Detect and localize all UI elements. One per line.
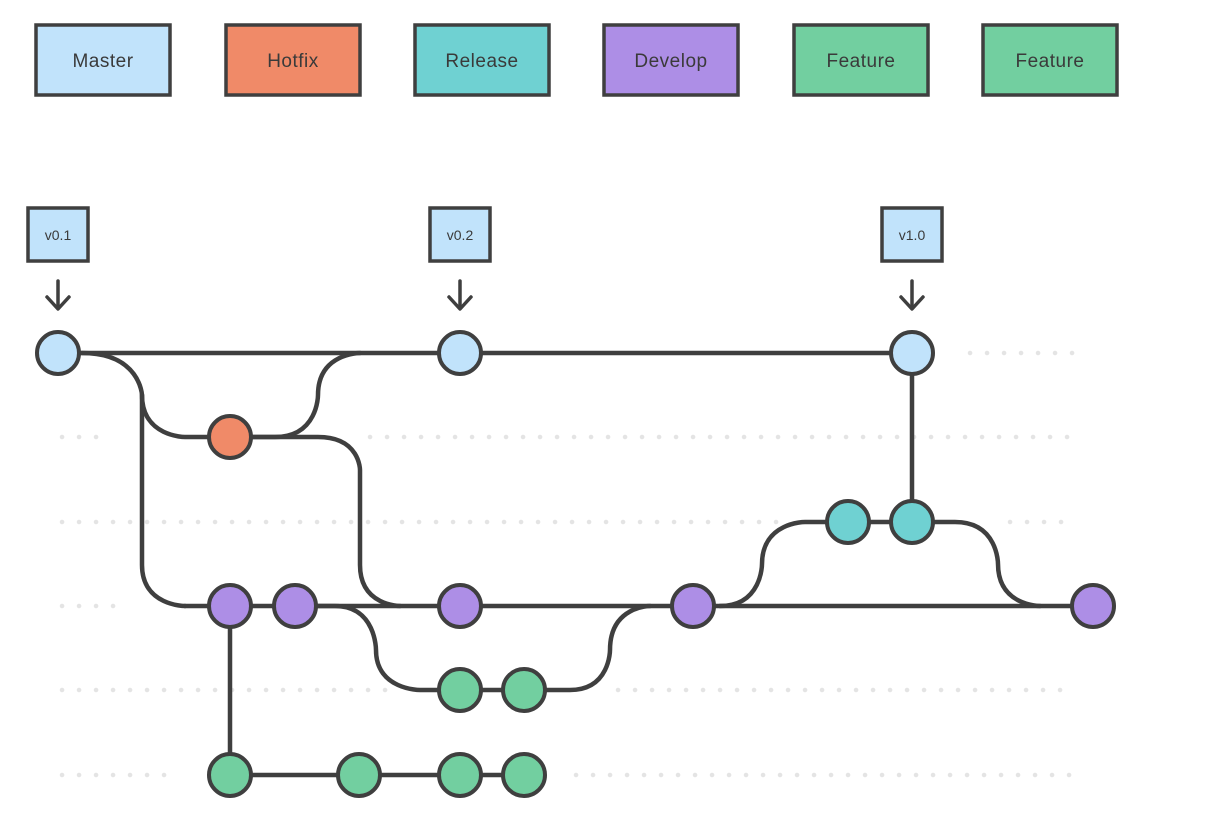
commit-node-develop [1070, 583, 1116, 629]
legend-swatch [34, 23, 172, 97]
legend-item-master: Master [34, 23, 172, 97]
commit-node-develop [272, 583, 318, 629]
commit-node-feature [501, 752, 547, 798]
commit-node-hotfix [207, 414, 253, 460]
commits [35, 330, 1116, 798]
legend-item-hotfix: Hotfix [224, 23, 362, 97]
commit-node-release [825, 499, 871, 545]
lane-guides [59, 350, 1079, 778]
legend-label: Develop [634, 51, 707, 72]
tag-label: v0.1 [45, 227, 72, 243]
commit-node-develop [670, 583, 716, 629]
legend-swatch [981, 23, 1119, 97]
tag-box [428, 206, 492, 263]
tag-box [26, 206, 90, 263]
legend-swatch [224, 23, 362, 97]
arrow-down-icon [899, 279, 925, 311]
branch-connections [55, 350, 1096, 778]
version-tag: v1.0 [880, 206, 944, 311]
commit-node-master [437, 330, 483, 376]
version-tag: v0.1 [26, 206, 90, 311]
legend-item-develop: Develop [602, 23, 740, 97]
arrow-down-icon [447, 279, 473, 311]
legend-swatch [413, 23, 551, 97]
commit-node-master [35, 330, 81, 376]
legend-label: Feature [1016, 51, 1085, 72]
commit-node-develop [207, 583, 253, 629]
tag-label: v1.0 [899, 227, 926, 243]
hotfix-merge-master [227, 350, 363, 440]
commit-node-develop [437, 583, 483, 629]
develop-branch [139, 392, 188, 609]
legend-label: Master [72, 51, 133, 72]
commit-node-feature [207, 752, 253, 798]
commit-node-master [889, 330, 935, 376]
commit-node-feature [437, 667, 483, 713]
tag-label: v0.2 [447, 227, 474, 243]
legend-item-release: Release [413, 23, 551, 97]
arrow-down-icon [45, 279, 71, 311]
legend-label: Hotfix [267, 51, 319, 72]
legend-label: Feature [827, 51, 896, 72]
tag-box [880, 206, 944, 263]
commit-node-feature [336, 752, 382, 798]
legend-item-feature: Feature [792, 23, 930, 97]
commit-node-feature [501, 667, 547, 713]
legend-label: Release [445, 51, 518, 72]
version-tags: v0.1 v0.2 v1.0 [26, 206, 944, 311]
feature-a-branch [292, 603, 653, 693]
commit-node-feature [437, 752, 483, 798]
legend-swatch [602, 23, 740, 97]
commit-node-release [889, 499, 935, 545]
legend: Master Hotfix Release Develop Feature Feature [34, 23, 1119, 97]
hotfix-branch [79, 350, 233, 440]
legend-swatch [792, 23, 930, 97]
legend-item-feature: Feature [981, 23, 1119, 97]
version-tag: v0.2 [428, 206, 492, 311]
release-branch [717, 519, 1043, 609]
